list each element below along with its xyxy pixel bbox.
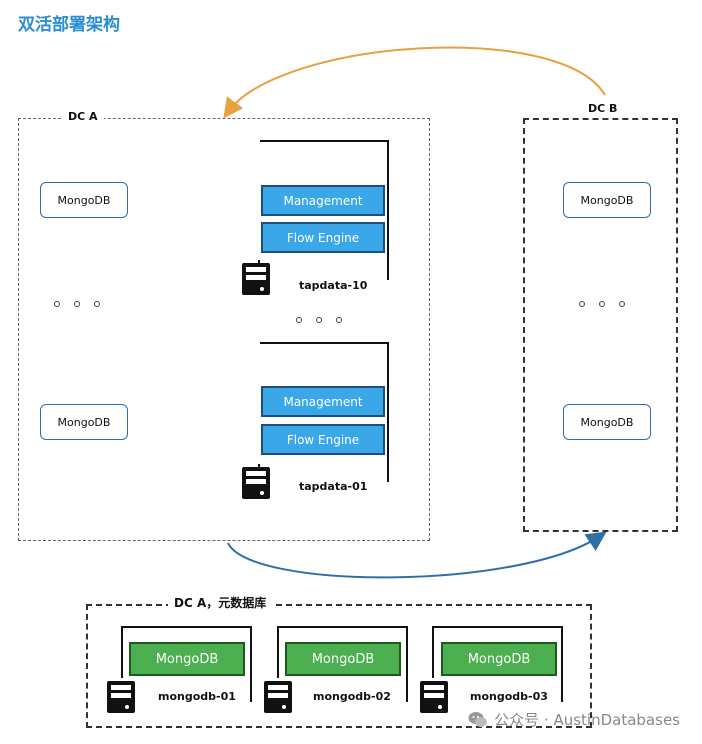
tapdata-10-flow-engine: Flow Engine (261, 222, 385, 253)
mongodb-03-db: MongoDB (441, 642, 557, 676)
mongodb-02-label: mongodb-02 (313, 690, 391, 703)
tapdata-01-management: Management (261, 386, 385, 417)
dc-a-mongodb-node-2: MongoDB (40, 404, 128, 440)
metadata-db-box (86, 604, 592, 728)
mongodb-01-frame (121, 626, 252, 702)
mongodb-02-db: MongoDB (285, 642, 401, 676)
dc-b-ellipsis (579, 301, 625, 307)
mongodb-03-frame (432, 626, 563, 702)
server-icon (264, 681, 292, 713)
mongodb-02-frame (277, 626, 408, 702)
wechat-icon (468, 711, 488, 727)
tapdata-10-management: Management (261, 185, 385, 216)
tapdata-01-flow-engine: Flow Engine (261, 424, 385, 455)
server-icon (242, 263, 270, 295)
dc-a-tapdata-ellipsis (296, 317, 342, 323)
mongodb-03-label: mongodb-03 (470, 690, 548, 703)
server-icon (242, 467, 270, 499)
watermark: 公众号 · AustinDatabases (468, 709, 680, 730)
server-icon (107, 681, 135, 713)
dc-b-mongodb-node-1: MongoDB (563, 182, 651, 218)
page-title: 双活部署架构 (18, 15, 120, 35)
mongodb-01-label: mongodb-01 (158, 690, 236, 703)
watermark-text: 公众号 · AustinDatabases (494, 711, 680, 729)
tapdata-10-label: tapdata-10 (299, 279, 368, 292)
dc-a-ellipsis (54, 301, 100, 307)
dc-a-to-dc-b-arrow (227, 531, 607, 579)
tapdata-01-label: tapdata-01 (299, 480, 368, 493)
mongodb-01-db: MongoDB (129, 642, 245, 676)
dc-b-box (523, 118, 678, 532)
dc-a-box (18, 118, 430, 541)
dc-b-mongodb-node-2: MongoDB (563, 404, 651, 440)
server-icon (420, 681, 448, 713)
metadata-db-label: DC A，元数据库 (168, 594, 273, 611)
dc-b-label: DC B (582, 102, 624, 115)
dc-a-mongodb-node-1: MongoDB (40, 182, 128, 218)
dc-b-to-dc-a-arrow (223, 46, 606, 119)
dc-a-label: DC A (62, 110, 104, 123)
